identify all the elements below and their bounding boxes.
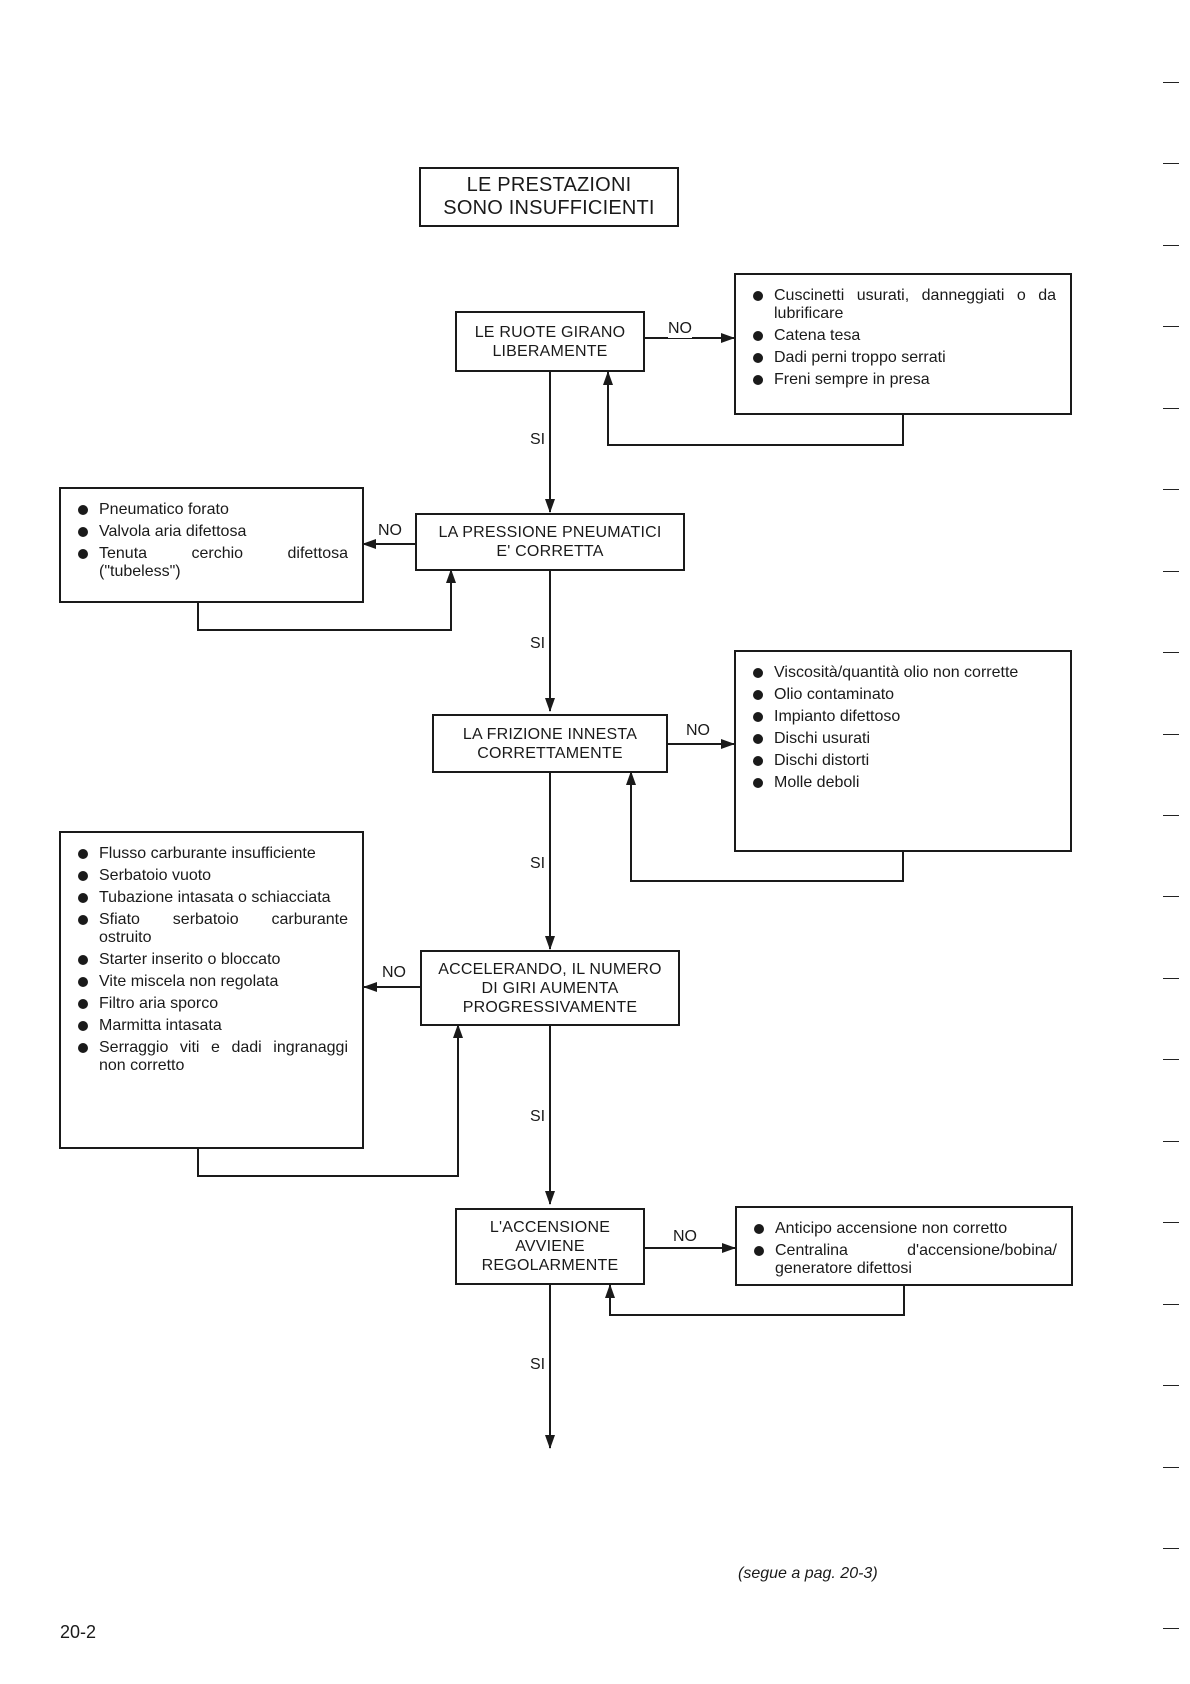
margin-tick [1163,489,1179,490]
cause-item: Viscosità/quantità olio non corrette [750,664,1056,682]
cause-item: Olio contaminato [750,686,1056,704]
no-label: NO [382,964,406,982]
margin-tick [1163,408,1179,409]
cause-item: Filtro aria sporco [75,995,348,1013]
margin-tick [1163,815,1179,816]
cause-item: Molle deboli [750,774,1056,792]
check-text: AVVIENE [515,1238,585,1255]
margin-tick [1163,1222,1179,1223]
no-label: NO [378,522,402,540]
cause-item: Serraggio viti e dadi ingranaggi non cor… [75,1039,348,1075]
cause-item: Marmitta intasata [75,1017,348,1035]
page-number: 20-2 [60,1622,97,1642]
margin-tick [1163,1628,1179,1629]
check-text: LE RUOTE GIRANO [474,323,626,341]
margin-tick [1163,1304,1179,1305]
check-text: E' CORRETTA [496,543,604,560]
cause-item: Catena tesa [750,327,1056,345]
margin-tick [1163,571,1179,572]
margin-tick [1163,82,1179,83]
causes-box-fuel: Flusso carburante insufficiente Serbatoi… [59,831,364,1149]
cause-item: Pneumatico forato [75,501,348,519]
cause-item: Impianto difettoso [750,708,1056,726]
check-text: DI GIRI AUMENTA [481,979,619,997]
margin-tick [1163,652,1179,653]
margin-tick [1163,245,1179,246]
return-loop-4 [197,1024,463,1177]
si-label: SI [530,635,546,653]
margin-tick [1163,1385,1179,1386]
check-text: LA PRESSIONE PNEUMATICI [438,524,662,541]
no-label: NO [686,722,710,740]
si-label: SI [530,1108,546,1126]
cause-item: Dischi distorti [750,752,1056,770]
cause-item: Valvola aria difettosa [75,523,348,541]
return-loop-2 [197,569,456,631]
check-text: LA FRIZIONE INNESTA [462,725,638,743]
margin-tick [1163,163,1179,164]
no-label: NO [668,320,692,338]
title-line: LE PRESTAZIONI [466,174,632,196]
margin-tick [1163,734,1179,735]
check-text: ACCELERANDO, IL NUMERO [438,960,662,978]
causes-box-ignition: Anticipo accensione non corretto Central… [735,1206,1073,1286]
return-loop-5 [605,1284,905,1316]
margin-tick [1163,1467,1179,1468]
check-box-clutch: LA FRIZIONE INNESTA CORRETTAMENTE [432,714,668,773]
check-box-wheels: LE RUOTE GIRANO LIBERAMENTE [455,311,645,372]
cause-item: Centralina d'accensione/bobina/ generato… [751,1242,1057,1278]
title-line: SONO INSUFFICIENTI [443,197,655,219]
cause-item: Freni sempre in presa [750,371,1056,389]
cause-item: Tenuta cerchio difettosa ("tubeless") [75,545,348,581]
continuation-note: (segue a pag. 20-3) [738,1565,878,1582]
check-text: LIBERAMENTE [492,342,608,360]
no-label: NO [673,1228,697,1246]
cause-item: Serbatoio vuoto [75,867,348,885]
check-text: CORRETTAMENTE [477,744,623,762]
margin-tick [1163,896,1179,897]
check-box-ignition: L'ACCENSIONE AVVIENE REGOLARMENTE [455,1208,645,1285]
return-loop-1 [603,371,904,446]
cause-item: Sfiato serbatoio carburante ostruito [75,911,348,947]
check-box-tyre-pressure: LA PRESSIONE PNEUMATICI E' CORRETTA [415,513,685,571]
si-label: SI [530,855,546,873]
cause-item: Anticipo accensione non corretto [751,1220,1057,1238]
flowchart-title: LE PRESTAZIONI SONO INSUFFICIENTI [419,167,679,227]
check-text: PROGRESSIVAMENTE [462,998,638,1016]
check-box-acceleration: ACCELERANDO, IL NUMERO DI GIRI AUMENTA P… [420,950,680,1026]
return-loop-3 [626,771,904,882]
cause-item: Starter inserito o bloccato [75,951,348,969]
margin-tick [1163,326,1179,327]
si-label: SI [530,1356,546,1374]
si-label: SI [530,431,546,449]
causes-box-tyres: Pneumatico forato Valvola aria difettosa… [59,487,364,603]
margin-tick [1163,1548,1179,1549]
check-text: L'ACCENSIONE [489,1219,611,1236]
margin-tick [1163,978,1179,979]
causes-box-clutch: Viscosità/quantità olio non corrette Oli… [734,650,1072,852]
causes-box-wheels: Cuscinetti usurati, danneggiati o da lub… [734,273,1072,415]
cause-item: Dadi perni troppo serrati [750,349,1056,367]
cause-item: Tubazione intasata o schiacciata [75,889,348,907]
cause-item: Cuscinetti usurati, danneggiati o da lub… [750,287,1056,323]
margin-tick [1163,1141,1179,1142]
cause-item: Vite miscela non regolata [75,973,348,991]
margin-tick [1163,1059,1179,1060]
cause-item: Flusso carburante insufficiente [75,845,348,863]
check-text: REGOLARMENTE [481,1257,619,1274]
cause-item: Dischi usurati [750,730,1056,748]
